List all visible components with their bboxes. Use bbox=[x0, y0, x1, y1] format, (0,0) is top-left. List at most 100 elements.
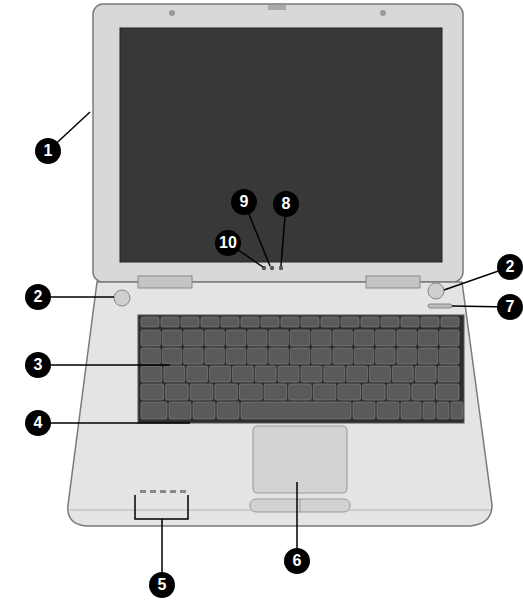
key bbox=[241, 317, 259, 327]
indicator bbox=[279, 266, 283, 270]
key bbox=[440, 330, 459, 346]
key bbox=[423, 402, 435, 419]
key bbox=[438, 366, 459, 382]
button-divider bbox=[300, 499, 301, 512]
key bbox=[232, 366, 253, 382]
callout-circles bbox=[25, 138, 523, 598]
key bbox=[193, 402, 215, 419]
callout-number: 2 bbox=[506, 259, 515, 275]
key bbox=[281, 317, 299, 327]
key bbox=[313, 384, 336, 400]
key bbox=[376, 330, 395, 346]
key bbox=[321, 317, 339, 327]
key bbox=[166, 384, 189, 400]
key bbox=[226, 330, 245, 346]
lid bbox=[93, 4, 463, 282]
screw bbox=[169, 10, 175, 16]
key bbox=[415, 366, 436, 382]
key bbox=[324, 366, 345, 382]
key bbox=[141, 366, 162, 382]
key bbox=[181, 317, 199, 327]
key bbox=[347, 366, 368, 382]
key bbox=[377, 402, 399, 419]
key bbox=[401, 317, 419, 327]
key bbox=[381, 317, 399, 327]
key bbox=[141, 402, 167, 419]
key bbox=[169, 402, 191, 419]
key bbox=[361, 317, 379, 327]
key bbox=[239, 384, 262, 400]
key bbox=[255, 366, 276, 382]
key bbox=[451, 402, 463, 419]
key bbox=[141, 317, 159, 327]
key bbox=[290, 330, 309, 346]
key bbox=[333, 330, 352, 346]
callout-number: 2 bbox=[34, 289, 43, 305]
key bbox=[205, 348, 224, 364]
led bbox=[150, 490, 156, 493]
key bbox=[312, 330, 331, 346]
screen bbox=[120, 28, 442, 262]
base bbox=[68, 282, 492, 526]
key bbox=[353, 402, 375, 419]
key bbox=[201, 317, 219, 327]
key bbox=[217, 402, 239, 419]
key bbox=[248, 348, 267, 364]
key bbox=[392, 366, 413, 382]
key bbox=[418, 348, 437, 364]
key bbox=[210, 366, 231, 382]
key bbox=[397, 330, 416, 346]
key bbox=[301, 366, 322, 382]
callout-number: 7 bbox=[506, 299, 515, 315]
callout-number: 3 bbox=[34, 357, 43, 373]
key bbox=[141, 330, 160, 346]
key bbox=[141, 348, 160, 364]
key bbox=[221, 317, 239, 327]
key bbox=[412, 384, 435, 400]
key bbox=[312, 348, 331, 364]
key bbox=[278, 366, 299, 382]
callout-number: 1 bbox=[44, 143, 53, 159]
key bbox=[338, 384, 361, 400]
key bbox=[264, 384, 287, 400]
key bbox=[261, 317, 279, 327]
key bbox=[441, 317, 459, 327]
callout-number: 6 bbox=[293, 553, 302, 569]
key bbox=[205, 330, 224, 346]
key bbox=[354, 348, 373, 364]
key bbox=[161, 317, 179, 327]
speaker bbox=[114, 290, 130, 306]
key bbox=[184, 348, 203, 364]
latch bbox=[268, 5, 286, 10]
key bbox=[241, 402, 351, 419]
key bbox=[397, 348, 416, 364]
key bbox=[184, 330, 203, 346]
key bbox=[164, 366, 185, 382]
speaker bbox=[428, 283, 444, 299]
callout-number: 10 bbox=[219, 235, 237, 251]
led bbox=[140, 490, 146, 493]
key bbox=[376, 348, 395, 364]
key bbox=[226, 348, 245, 364]
callout-number: 8 bbox=[282, 196, 291, 212]
led bbox=[160, 490, 166, 493]
callout-number: 5 bbox=[158, 577, 167, 593]
leader-lines bbox=[38, 112, 510, 573]
key bbox=[437, 402, 449, 419]
key bbox=[363, 384, 386, 400]
key bbox=[401, 402, 421, 419]
key bbox=[248, 330, 267, 346]
led bbox=[170, 490, 176, 493]
key bbox=[301, 317, 319, 327]
key bbox=[436, 384, 459, 400]
key bbox=[269, 330, 288, 346]
indicator bbox=[270, 266, 274, 270]
touchpad bbox=[253, 426, 347, 493]
callout-number: 4 bbox=[34, 415, 43, 431]
key bbox=[215, 384, 238, 400]
key bbox=[370, 366, 391, 382]
callout-number: 9 bbox=[240, 194, 249, 210]
key bbox=[387, 384, 410, 400]
